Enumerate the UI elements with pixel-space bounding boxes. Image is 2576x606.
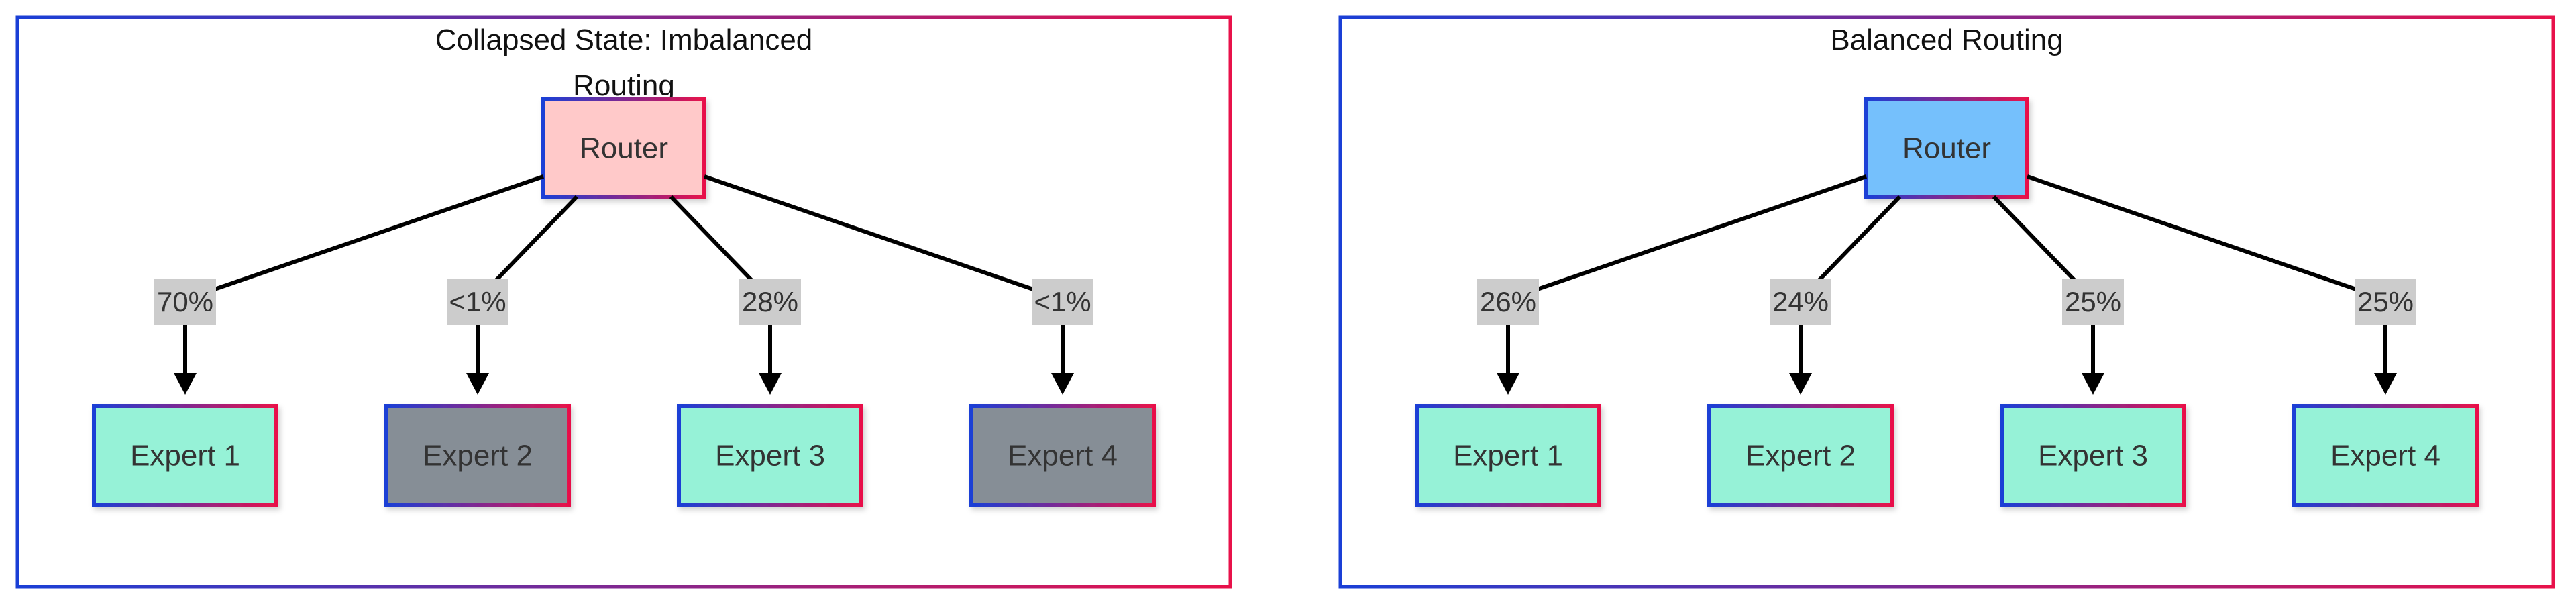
expert-label: Expert 4: [2330, 440, 2440, 472]
expert-3-group: 25% Expert 3: [1992, 195, 2186, 507]
expert-label: Expert 2: [423, 440, 533, 472]
arrowhead: [1051, 373, 1074, 395]
arrowhead: [466, 373, 489, 395]
expert-box: [92, 404, 278, 507]
arrowhead: [759, 373, 782, 395]
expert-label: Expert 4: [1008, 440, 1118, 472]
expert-box: [1707, 404, 1894, 507]
edge-label-bg: [739, 279, 801, 325]
edge-label-bg: [2355, 279, 2416, 325]
edge-label: 26%: [1480, 286, 1536, 317]
expert-3-group: 28% Expert 3: [669, 195, 863, 507]
edge-label-bg: [1032, 279, 1093, 325]
expert-1-group: 26% Expert 1: [1415, 174, 1867, 507]
expert-label: Expert 3: [2038, 440, 2148, 472]
expert-box: [2292, 404, 2479, 507]
arrowhead: [1497, 373, 1519, 395]
panel-frame: [1338, 15, 2555, 589]
edge-line: [184, 174, 544, 301]
edge-label: 25%: [2065, 286, 2121, 317]
router-box: [541, 97, 706, 199]
arrowhead: [1789, 373, 1812, 395]
expert-1-group: 70% Expert 1: [92, 174, 544, 507]
expert-4-group: <1% Expert 4: [704, 174, 1156, 507]
expert-box: [677, 404, 863, 507]
expert-2-group: <1% Expert 2: [384, 195, 579, 507]
expert-box: [384, 404, 571, 507]
expert-label: Expert 3: [715, 440, 825, 472]
expert-4-group: 25% Expert 4: [2027, 174, 2479, 507]
edge-line: [704, 174, 1063, 301]
expert-label: Expert 1: [1453, 440, 1563, 472]
edge-label: 28%: [742, 286, 798, 317]
expert-label: Expert 2: [1746, 440, 1856, 472]
arrowhead: [2082, 373, 2104, 395]
arrowhead: [2374, 373, 2397, 395]
expert-box: [2000, 404, 2186, 507]
router-node: Router: [1864, 97, 2029, 199]
arrowhead: [174, 373, 197, 395]
edge-label-bg: [1477, 279, 1539, 325]
edge-line: [2027, 174, 2386, 301]
edge-label: <1%: [1034, 286, 1091, 317]
router-node: Router: [541, 97, 706, 199]
edge-label: 25%: [2357, 286, 2414, 317]
router-label: Router: [580, 132, 668, 165]
edge-label-bg: [1770, 279, 1831, 325]
edge-line: [1507, 174, 1867, 301]
router-box: [1864, 97, 2029, 199]
panel-frame: [15, 15, 1232, 589]
edge-label-bg: [2062, 279, 2124, 325]
edge-label: 24%: [1772, 286, 1829, 317]
edge-label: 70%: [157, 286, 213, 317]
router-label: Router: [1902, 132, 1991, 165]
edge-label-bg: [154, 279, 216, 325]
expert-label: Expert 1: [130, 440, 240, 472]
edge-label-bg: [447, 279, 508, 325]
expert-box: [1415, 404, 1601, 507]
expert-2-group: 24% Expert 2: [1707, 195, 1902, 507]
edge-label: <1%: [449, 286, 506, 317]
expert-box: [969, 404, 1156, 507]
panel-title: Balanced Routing: [1830, 23, 2063, 56]
